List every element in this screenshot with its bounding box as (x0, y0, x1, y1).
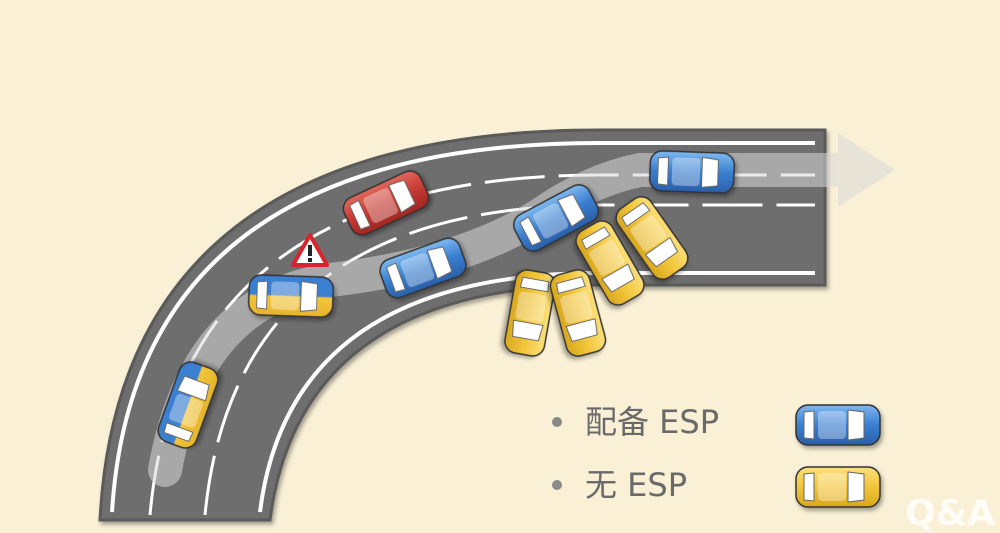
legend-car-blue-icon (795, 404, 881, 446)
legend-label-without-esp: 无 ESP (585, 466, 687, 504)
car-mixed-start (157, 361, 219, 449)
car-blue-3 (648, 150, 736, 194)
legend-bullet-with-esp (552, 417, 562, 427)
car-blue-1 (379, 237, 467, 299)
car-yellow-2 (575, 220, 645, 306)
car-yellow-4 (549, 269, 607, 357)
road-edge-outer (110, 141, 815, 513)
car-yellow-3 (504, 269, 556, 357)
watermark-logo: Q&A (905, 493, 995, 533)
car-mixed-curve (247, 274, 335, 318)
warning-triangle-icon (291, 233, 329, 267)
legend-bullet-without-esp (552, 480, 562, 490)
legend-car-yellow-icon (795, 466, 881, 508)
car-yellow-1 (615, 196, 689, 280)
legend: 配备 ESP 无 ESP (552, 403, 881, 508)
car-red (342, 170, 430, 236)
legend-label-with-esp: 配备 ESP (585, 403, 719, 441)
car-blue-2 (513, 184, 599, 252)
